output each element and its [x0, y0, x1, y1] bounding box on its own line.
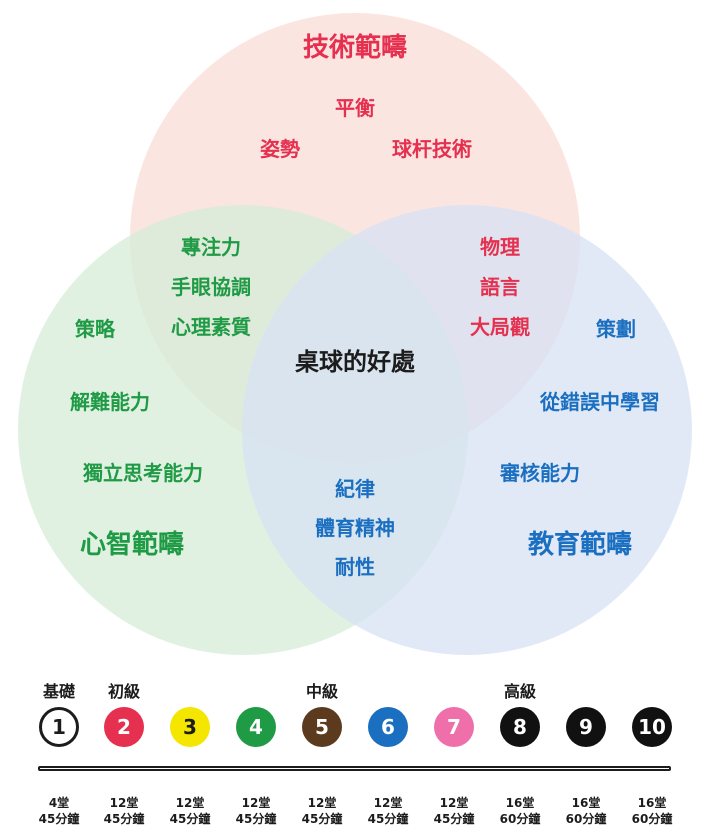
tech-mental-item: 心理素質: [171, 315, 251, 339]
tech-mental-item: 手眼協調: [171, 275, 251, 299]
education-circle: [242, 205, 692, 655]
level-badge: 6: [368, 707, 408, 747]
mental-item: 解難能力: [70, 390, 150, 414]
level-badge: 10: [632, 707, 672, 747]
mental-heading: 心智範疇: [79, 530, 185, 560]
education-item: 從錯誤中學習: [540, 390, 660, 414]
tech-edu-item: 物理: [480, 235, 520, 259]
level-badge: 7: [434, 707, 474, 747]
level-badge: 8: [500, 707, 540, 747]
venn-diagram: [18, 13, 692, 655]
progress-bar: [38, 766, 671, 771]
center-title: 桌球的好處: [295, 348, 415, 376]
education-item: 策劃: [596, 317, 636, 341]
mental-edu-item: 紀律: [335, 477, 375, 501]
education-item: 審核能力: [500, 461, 580, 485]
level-badge: 9: [566, 707, 606, 747]
level-name-intermediate: 中級: [305, 682, 339, 701]
technical-heading: 技術範疇: [302, 33, 408, 63]
level-name-beginner: 初級: [107, 682, 141, 701]
tech-edu-item: 語言: [480, 275, 520, 299]
technical-item: 平衡: [335, 96, 375, 120]
mental-item: 獨立思考能力: [83, 461, 203, 485]
mental-edu-item: 耐性: [335, 555, 375, 579]
mental-item: 策略: [75, 317, 115, 341]
level-badge: 4: [236, 707, 276, 747]
level-name-basic: 基礎: [42, 682, 76, 701]
tech-edu-item: 大局觀: [470, 315, 530, 339]
level-badge: 1: [39, 707, 79, 747]
mental-edu-item: 體育精神: [315, 516, 395, 540]
level-badge: 2: [104, 707, 144, 747]
technical-item: 球杆技術: [392, 137, 472, 161]
level-name-advanced: 高級: [503, 682, 537, 701]
education-heading: 教育範疇: [527, 530, 633, 560]
level-badge: 5: [302, 707, 342, 747]
tech-mental-item: 專注力: [181, 235, 241, 259]
level-badge: 3: [170, 707, 210, 747]
technical-item: 姿勢: [260, 137, 300, 161]
